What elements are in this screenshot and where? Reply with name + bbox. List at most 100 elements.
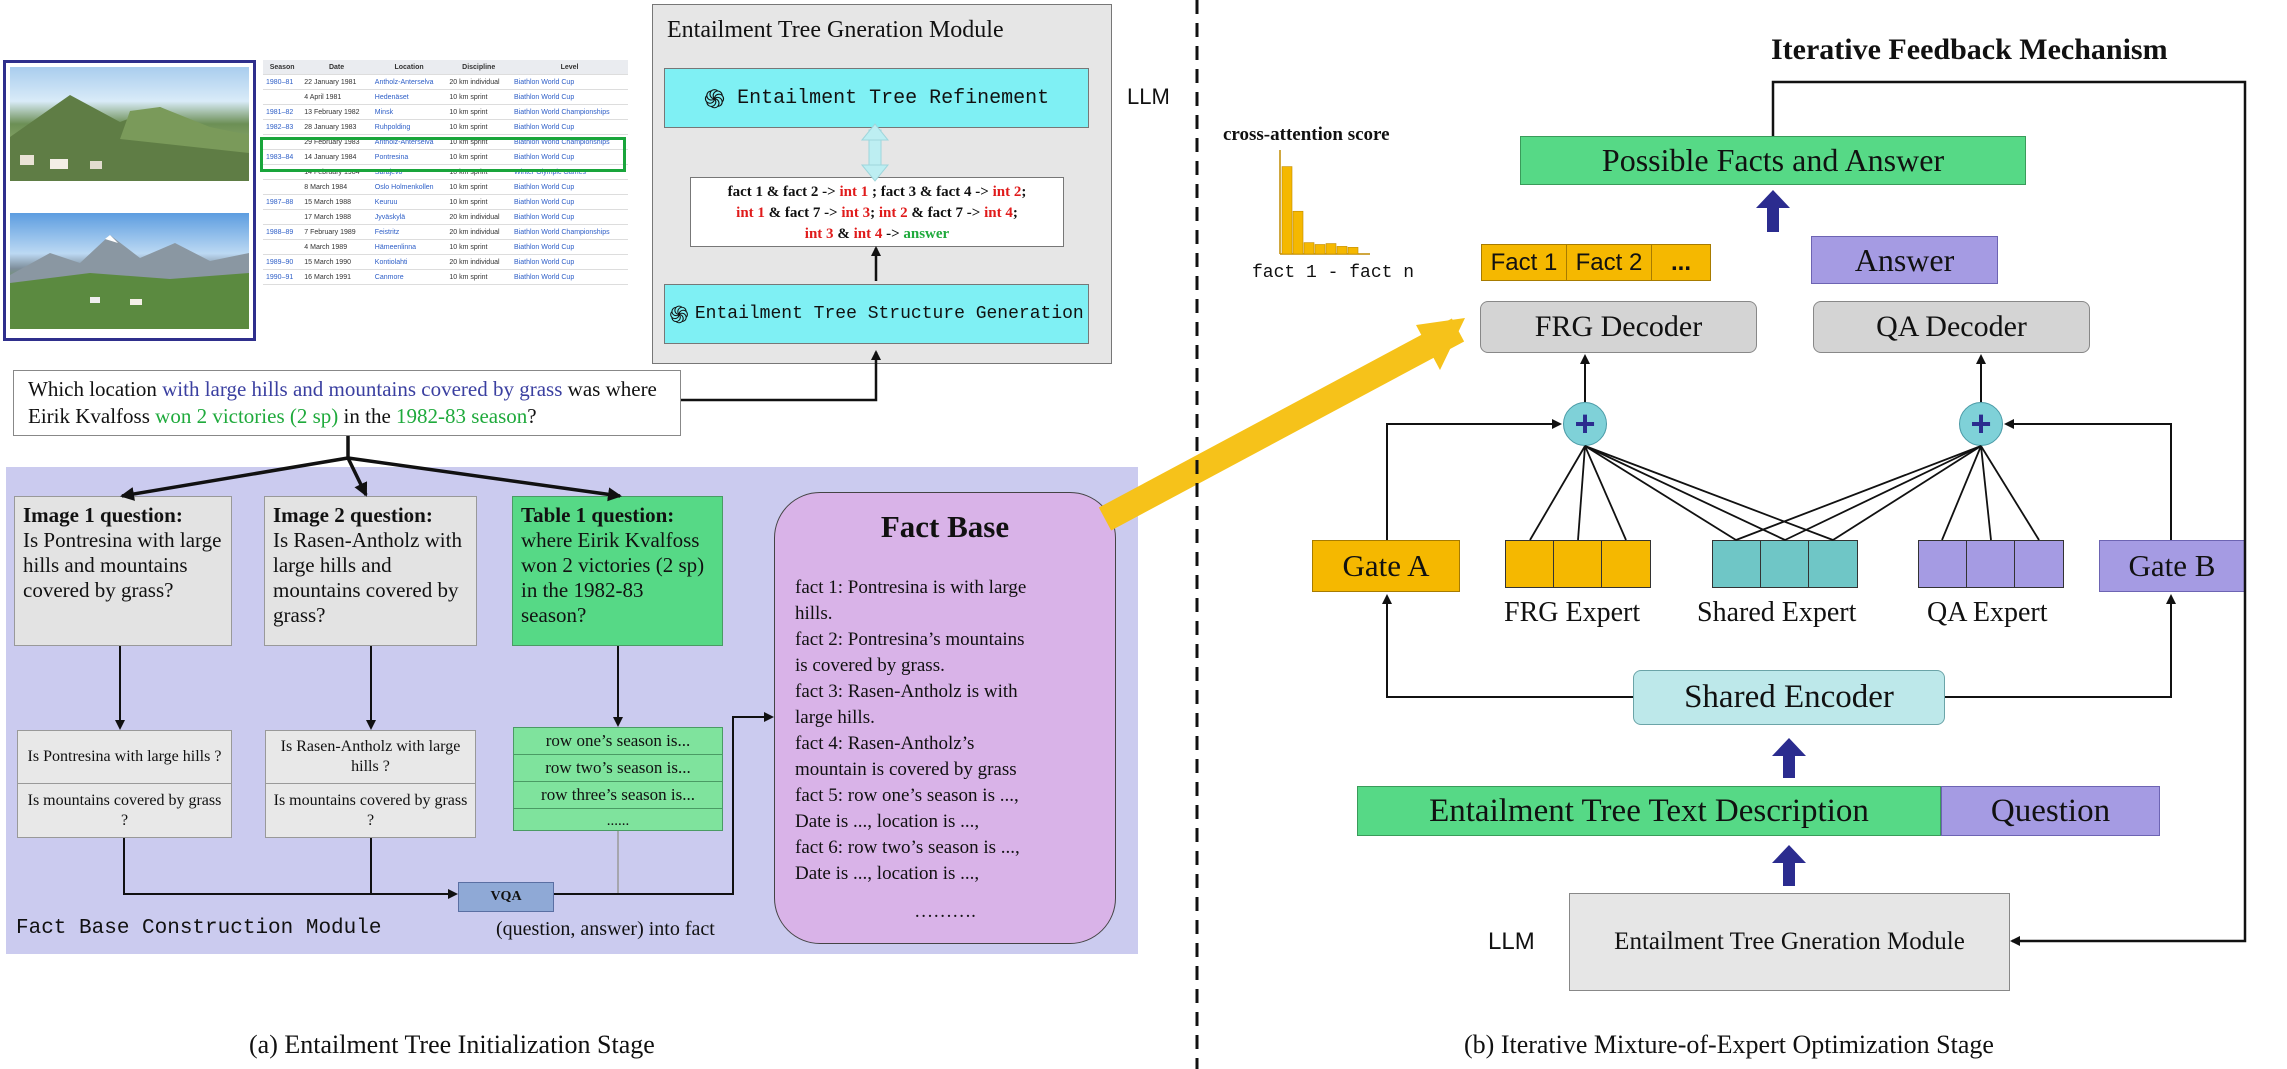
image1-question: Image 1 question: Is Pontresina with lar… [14, 496, 232, 646]
table-cell [263, 209, 302, 225]
fact-line: fact 3: Rasen-Antholz is with [795, 681, 1018, 702]
table1-question-title: Table 1 question: [521, 503, 675, 527]
table-cell: Keuruu [371, 194, 447, 210]
gate-b: Gate B [2099, 540, 2245, 592]
table-cell: Oslo Holmenkollen [371, 179, 447, 195]
image2-question: Image 2 question: Is Rasen-Antholz with … [264, 496, 477, 646]
table-cell: Biathlon World Cup [511, 74, 628, 90]
fact-line: fact 1: Pontresina is with large [795, 577, 1027, 598]
qa-expert-label: QA Expert [1927, 597, 2048, 628]
table-cell: 14 February 1984 [301, 164, 372, 180]
fact-1-cell: Fact 1 [1482, 245, 1567, 280]
shared-expert-label: Shared Expert [1697, 597, 1857, 628]
table-cell: 10 km sprint [446, 104, 512, 120]
question-part: in the [338, 404, 397, 428]
table-cell: 1987–88 [263, 194, 302, 210]
table-cell: 20 km individual [446, 254, 512, 270]
refinement-box: ֍ Entailment Tree Refinement [664, 68, 1089, 128]
fact-base: Fact Base fact 1: Pontresina is with lar… [774, 492, 1116, 944]
fact-strip: Fact 1 Fact 2 ... [1481, 244, 1711, 281]
subq-group-2: Is Rasen-Antholz with large hills ? Is m… [265, 730, 476, 838]
subq-2a: Is Rasen-Antholz with large hills ? [266, 731, 475, 784]
subq-1b: Is mountains covered by grass ? [27, 792, 222, 829]
openai-icon: ֍ [669, 303, 689, 331]
etg-llm-label: LLM [1127, 84, 1170, 109]
attn-bar [1314, 244, 1326, 255]
attn-bar [1347, 247, 1359, 255]
attn-bar [1292, 210, 1304, 255]
table-cell: 20 km individual [446, 209, 512, 225]
table-cell: Biathlon World Cup [511, 149, 628, 165]
frg-expert-label: FRG Expert [1504, 597, 1641, 628]
tree-line-1: fact 1 & fact 2 -> int 1 ; fact 3 & fact… [727, 184, 1027, 200]
table-cell: 10 km sprint [446, 269, 512, 285]
table-cell: 15 March 1988 [301, 194, 372, 210]
fact-line: Date is ..., location is ..., [795, 863, 980, 884]
fact-line: fact 4: Rasen-Antholz’s [795, 733, 975, 754]
attn-chart [1279, 150, 1370, 255]
table-cell: 10 km sprint [446, 149, 512, 165]
table-cell: 1990–91 [263, 269, 302, 285]
table-cell: Biathlon World Cup [511, 239, 628, 255]
table-cell: 10 km sprint [446, 164, 512, 180]
table-cell [263, 164, 302, 180]
table-cell: 17 March 1988 [301, 209, 372, 225]
photo-2-scene [10, 235, 249, 329]
frg-decoder: FRG Decoder [1480, 301, 1757, 353]
right-llm-label: LLM [1488, 928, 1535, 955]
fact-line: hills. [795, 603, 833, 624]
gate-a: Gate A [1312, 540, 1460, 592]
qa-decoder: QA Decoder [1813, 301, 2090, 353]
table-cell: 10 km sprint [446, 194, 512, 210]
fact-base-ellipsis: ………. [914, 901, 976, 922]
attn-title: cross-attention score [1223, 124, 1390, 145]
table1-question-body: where Eirik Kvalfoss won 2 victories (2 … [521, 528, 705, 627]
table-cell: Sarajevo [371, 164, 447, 180]
table-cell: 1988–89 [263, 224, 302, 240]
table-cell [263, 239, 302, 255]
image2-question-title: Image 2 question: [273, 503, 433, 527]
table-cell [263, 179, 302, 195]
table-cell: 4 March 1989 [301, 239, 372, 255]
fact-base-lines: fact 1: Pontresina is with large hills. fa… [795, 575, 1105, 887]
question-part: Which location [28, 377, 163, 401]
table-cell: Biathlon World Championships [511, 104, 628, 120]
subq-2b: Is mountains covered by grass ? [273, 792, 468, 829]
table-cell [263, 89, 302, 105]
season-table-header-cell: Date [301, 60, 372, 75]
etg-module-box: Entailment Tree Gneration Module [1569, 893, 2010, 991]
row-item: row three’s season is... [514, 782, 722, 809]
fact-line: mountain is covered by grass [795, 759, 1017, 780]
table-cell: Antholz-Anterselva [371, 74, 447, 90]
qa-into-fact: (question, answer) into fact [496, 918, 715, 940]
photo-2 [10, 213, 249, 329]
table-cell: 1981–82 [263, 104, 302, 120]
fact-line: fact 6: row two’s season is ..., [795, 837, 1020, 858]
table-cell: Hämeenlinna [371, 239, 447, 255]
fact-line: Date is ..., location is ..., [795, 811, 980, 832]
table1-question: Table 1 question: where Eirik Kvalfoss w… [512, 496, 723, 646]
row-list: row one’s season is... row two’s season … [513, 727, 723, 831]
fact-more-cell: ... [1670, 248, 1691, 276]
question-part: ? [527, 404, 537, 428]
table-cell: 8 March 1984 [301, 179, 372, 195]
table-cell: 10 km sprint [446, 89, 512, 105]
tree-line-3: int 3 & int 4 -> answer [804, 226, 950, 242]
fact-line: large hills. [795, 707, 875, 728]
plus-node-right: + [1959, 402, 2003, 446]
table-cell: Biathlon World Cup [511, 194, 628, 210]
frg-expert-block [1505, 540, 1651, 588]
table-cell: Kontiolahti [371, 254, 447, 270]
fact-2-cell: Fact 2 [1567, 245, 1652, 280]
